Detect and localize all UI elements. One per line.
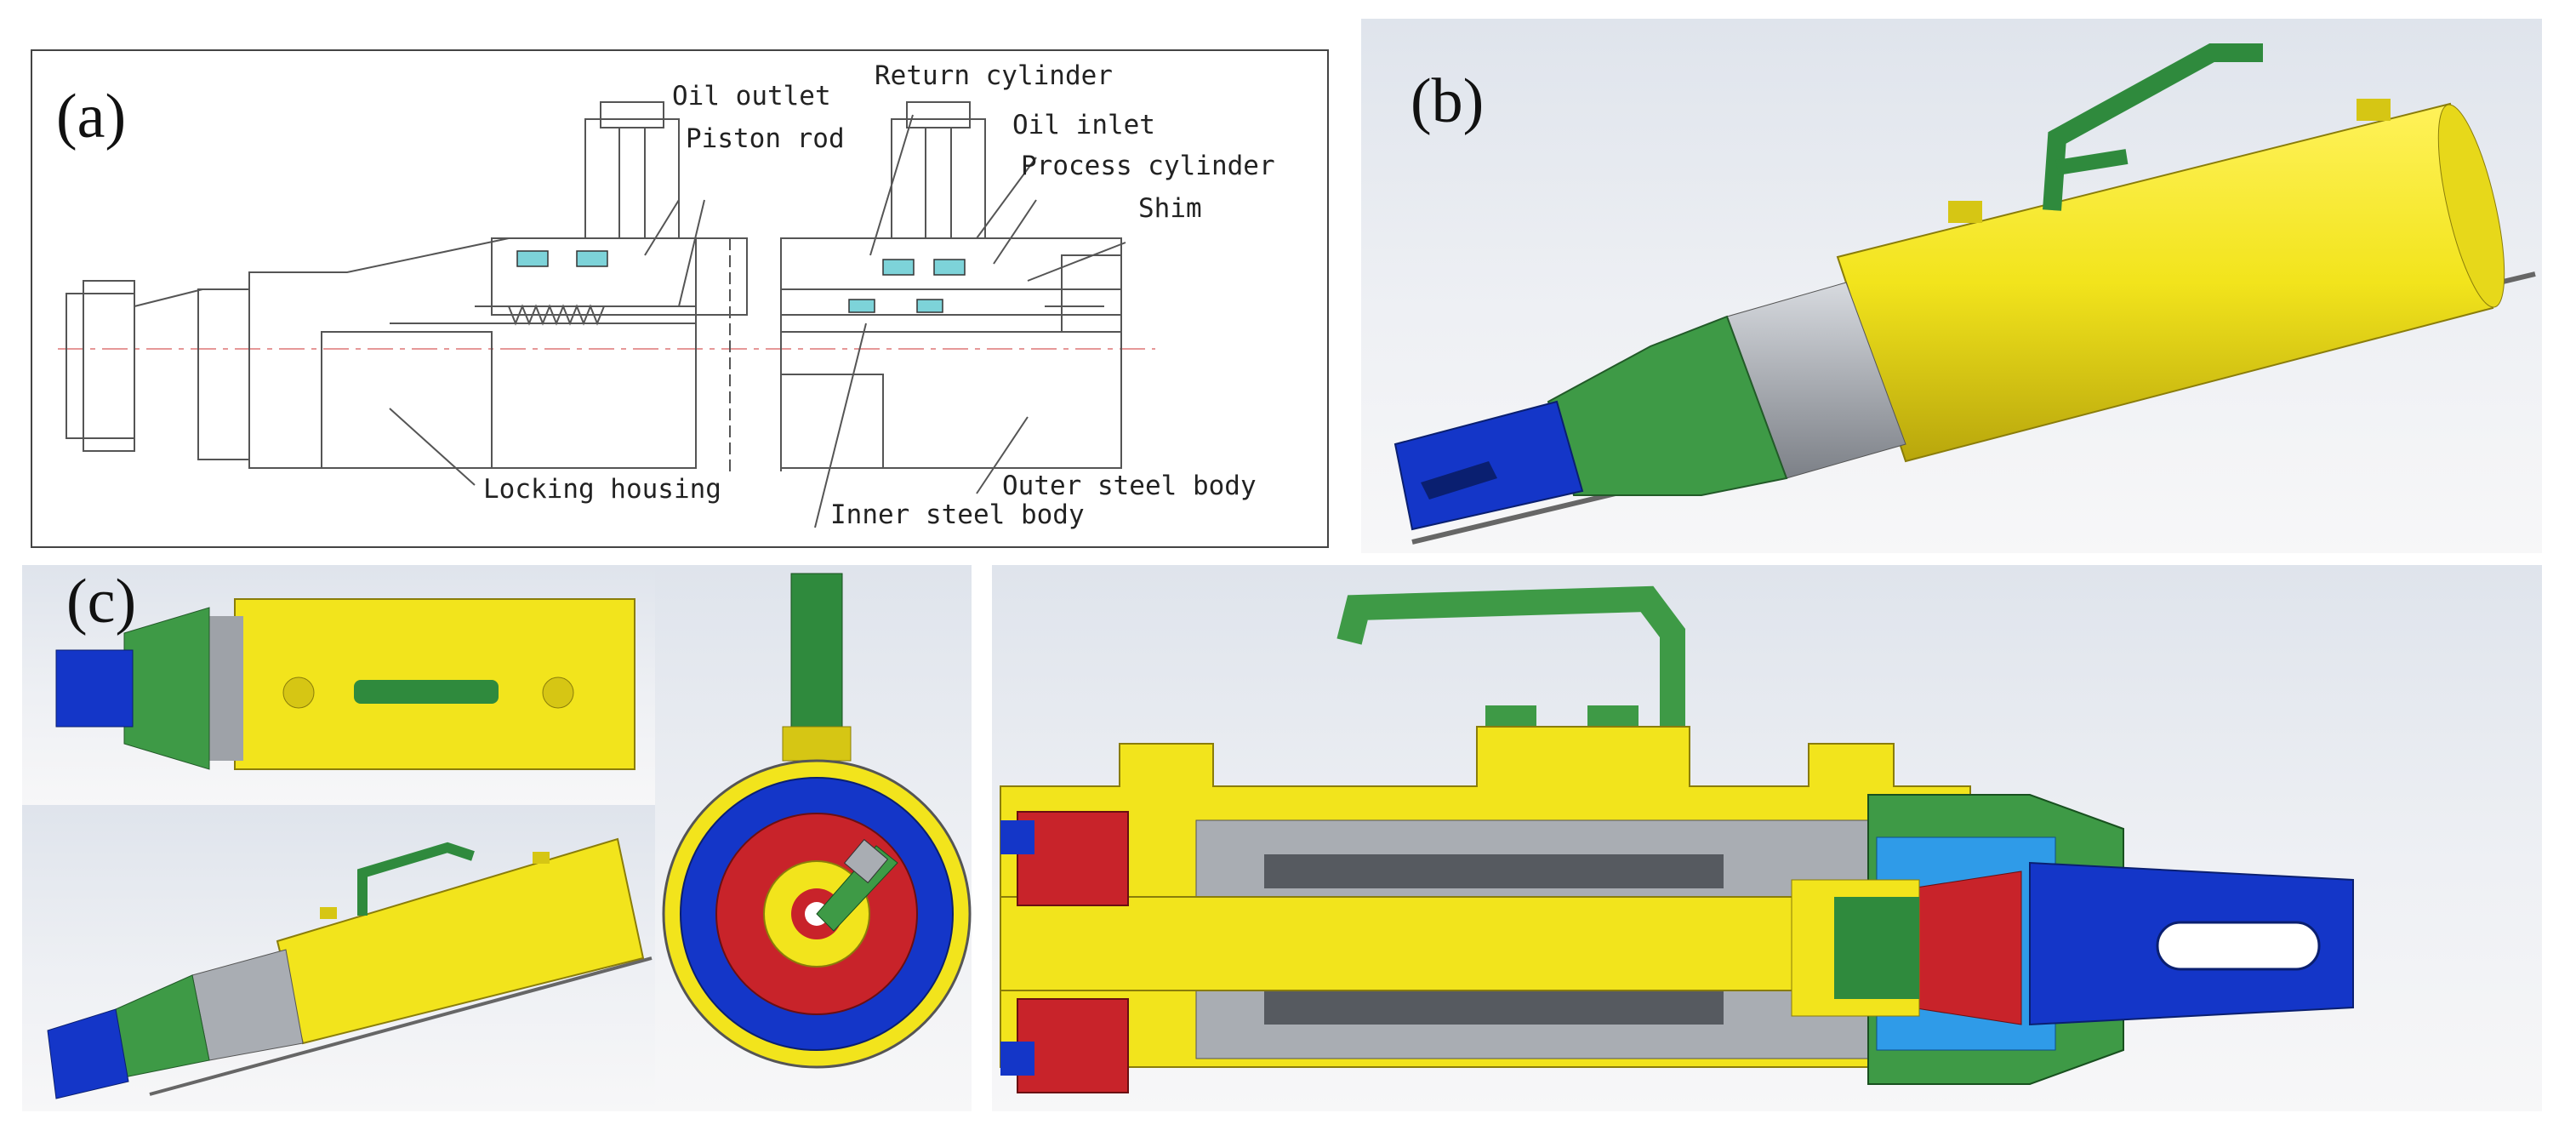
panel-a-drawing: (a) Oil outlet Return cylinder Piston ro… (31, 49, 1329, 548)
panel-c-label: (c) (66, 567, 137, 637)
callout-outer-steel-body: Outer steel body (1002, 471, 1257, 501)
sectional-drawing (58, 101, 1155, 528)
panel-a-label: (a) (56, 82, 127, 151)
iso-view-render (47, 837, 653, 1099)
callout-shim: Shim (1138, 193, 1202, 224)
panel-b-label: (b) (1411, 66, 1485, 136)
jack-3d-render (1393, 43, 2536, 545)
callout-locking-housing: Locking housing (483, 474, 721, 505)
panel-c-end-view (655, 565, 972, 1111)
top-view-render (55, 598, 635, 770)
callout-oil-inlet: Oil inlet (1012, 110, 1155, 140)
panel-b-render: (b) (1361, 19, 2542, 553)
section-view-render (1000, 585, 2354, 1093)
panel-c-iso-view (22, 805, 658, 1111)
panel-c-top-view: (c) (22, 565, 658, 805)
panel-c-section-view (992, 565, 2542, 1111)
callout-oil-outlet: Oil outlet (672, 81, 831, 111)
end-view-render (662, 573, 972, 1069)
callout-return-cylinder: Return cylinder (875, 60, 1113, 91)
callout-piston-rod: Piston rod (686, 123, 845, 154)
callout-inner-steel-body: Inner steel body (830, 499, 1085, 530)
callout-process-cylinder: Process cylinder (1021, 151, 1275, 181)
